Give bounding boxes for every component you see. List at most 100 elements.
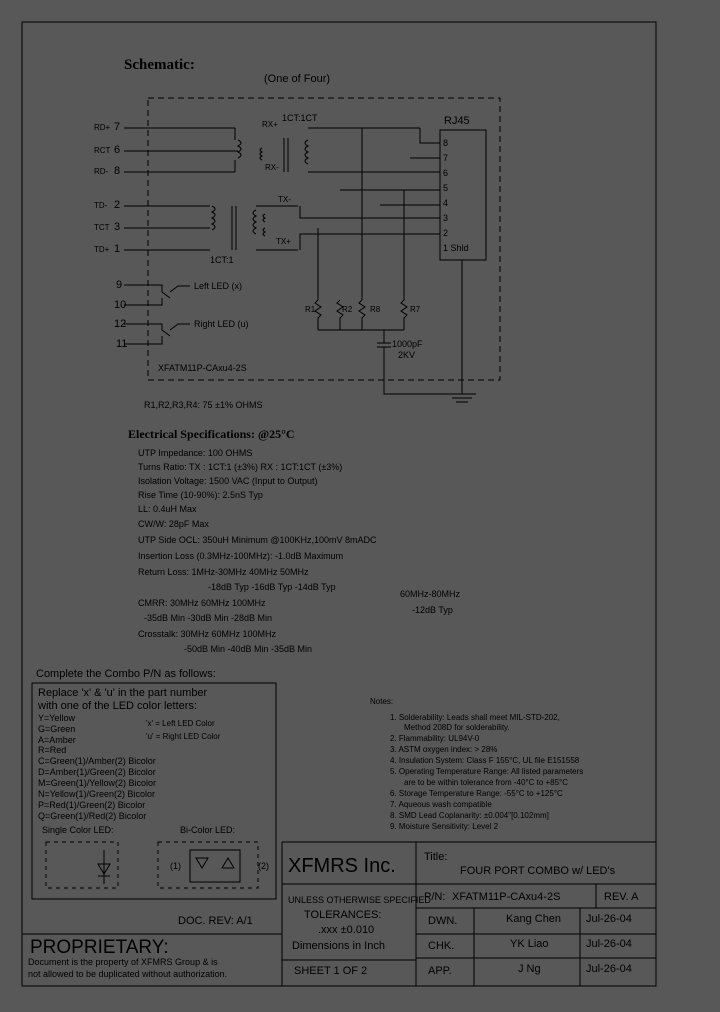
left-led-label: Left LED (x) [194,281,243,291]
cap-voltage: 2KV [398,350,416,360]
rj45-pin: 3 [443,213,449,223]
combo-line: with one of the LED color letters: [38,700,197,712]
tolerances-label: TOLERANCES: [304,909,382,921]
rj45-pin: 1 Shld [443,243,469,253]
note-line: 9. Moisture Sensitivity: Level 2 [390,822,499,831]
rj45-pin: 7 [443,153,449,163]
pin-number: 2 [114,199,121,211]
bi-led-label: Bi-Color LED: [180,825,236,835]
rj45-pin: 5 [443,183,449,193]
transformer-tx-ratio: 1CT:1 [210,255,234,265]
tx-minus-label: TX- [278,195,291,204]
note-line: 6. Storage Temperature Range: -55°C to +… [390,789,563,798]
rj45-pin: 2 [443,228,449,238]
resistor-label: R1 [305,305,316,314]
dwn-label: DWN. [428,915,458,927]
schematic-subtitle: (One of Four) [264,73,331,85]
spec-line: LL: 0.4uH Max [138,504,197,514]
app-date: Jul-26-04 [586,963,632,975]
revision: REV. A [604,891,639,903]
pin-label: RD- [94,167,109,176]
rj45-pin: 4 [443,198,449,208]
led-pin-number: 10 [114,299,127,311]
spec-line: UTP Impedance: 100 OHMS [138,448,253,458]
combo-line: Q=Green(1)/Red(2) Bicolor [38,811,147,821]
pin-number: 8 [114,165,121,177]
spec-line: CMRR: 30MHz 60MHz 100MHz [138,598,266,608]
unless-specified: UNLESS OTHERWISE SPECIFIED [288,895,431,905]
dimensions-unit: Dimensions in Inch [292,940,385,952]
pin-number: 6 [114,144,121,156]
pin-number: 3 [114,221,121,233]
combo-line: Y=Yellow [38,713,75,723]
title-label: Title: [424,851,448,863]
spec-line: 60MHz-80MHz [400,589,461,599]
electrical-title: Electrical Specifications: @25°C [128,427,295,441]
pn-value: XFATM11P-CAxu4-2S [452,891,561,903]
resistor-label: R8 [370,305,381,314]
pin-number: 1 [114,243,121,255]
rj45-title: RJ45 [444,115,470,127]
doc-revision: DOC. REV: A/1 [178,915,253,927]
tolerance-value: .xxx ±0.010 [318,924,375,936]
resistor-label: R7 [410,305,421,314]
pin-label: TD+ [94,245,110,254]
pin-number: 7 [114,121,121,133]
pin-label: RCT [94,146,111,155]
rx-minus-label: RX- [265,163,279,172]
company-name: XFMRS Inc. [288,855,396,877]
part-label: XFATM11P-CAxu4-2S [158,363,247,373]
combo-line: Replace 'x' & 'u' in the part number [38,687,208,699]
x-note: 'x' = Left LED Color [146,719,215,728]
spec-line: -18dB Typ -16dB Typ -14dB Typ [208,582,336,592]
spec-line: CW/W: 28pF Max [138,519,209,529]
note-line: are to be within tolerance from -40°C to… [404,778,569,787]
led-pin-number: 12 [114,318,127,330]
note-line: 3. ASTM oxygen index: > 28% [390,745,498,754]
resistor-note: R1,R2,R3,R4: 75 ±1% OHMS [144,400,263,410]
proprietary-text: not allowed to be duplicated without aut… [28,969,228,979]
bi-led-1: (1) [170,861,181,871]
combo-line: M=Green(1)/Yellow(2) Bicolor [38,778,156,788]
combo-line: G=Green [38,724,76,734]
rj45-pin: 8 [443,138,449,148]
proprietary-heading: PROPRIETARY: [30,937,169,958]
app-label: APP. [428,965,452,977]
note-line: 2. Flammability: UL94V-0 [390,734,480,743]
spec-line: Turns Ratio: TX : 1CT:1 (±3%) RX : 1CT:1… [138,462,343,472]
note-line: 8. SMD Lead Coplanarity: ±0.004"[0.102mm… [390,811,549,820]
right-led-label: Right LED (u) [194,319,249,329]
rj45-pin: 6 [443,168,449,178]
led-pin-number: 11 [116,338,128,350]
note-line: 4. Insulation System: Class F 155°C, UL … [390,756,580,765]
combo-line: R=Red [38,745,67,755]
pin-label: TD- [94,201,108,210]
resistor-label: R2 [342,305,353,314]
spec-line: UTP Side OCL: 350uH Minimum @100KHz,100m… [138,535,377,545]
spec-line: Crosstalk: 30MHz 60MHz 100MHz [138,629,277,639]
spec-line: Rise Time (10-90%): 2.5nS Typ [138,490,263,500]
combo-line: C=Green(1)/Amber(2) Bicolor [38,756,156,766]
transformer-rx-ratio: 1CT:1CT [282,113,318,123]
note-line: 7. Aqueous wash compatible [390,800,492,809]
notes-title: Notes: [370,697,394,706]
note-line: 5. Operating Temperature Range: All list… [390,767,584,776]
spec-line: Return Loss: 1MHz-30MHz 40MHz 50MHz [138,567,309,577]
tx-plus-label: TX+ [276,237,291,246]
single-led-label: Single Color LED: [42,825,114,835]
spec-line: -50dB Min -40dB Min -35dB Min [184,644,313,654]
chk-name: YK Liao [510,938,549,950]
proprietary-text: Document is the property of XFMRS Group … [28,957,218,967]
dwn-name: Kang Chen [506,913,562,925]
spec-line: -35dB Min -30dB Min -28dB Min [144,613,273,623]
title-value: FOUR PORT COMBO w/ LED's [460,865,616,877]
rx-plus-label: RX+ [262,120,278,129]
pn-label: P/N: [424,891,446,903]
combo-title: Complete the Combo P/N as follows: [36,668,216,680]
led-pin-number: 9 [116,279,123,291]
spec-line: Insertion Loss (0.3MHz-100MHz): -1.0dB M… [138,551,344,561]
pin-label: RD+ [94,123,111,132]
combo-line: P=Red(1)/Green(2) Bicolor [38,800,146,810]
bi-led-2: (2) [258,861,269,871]
